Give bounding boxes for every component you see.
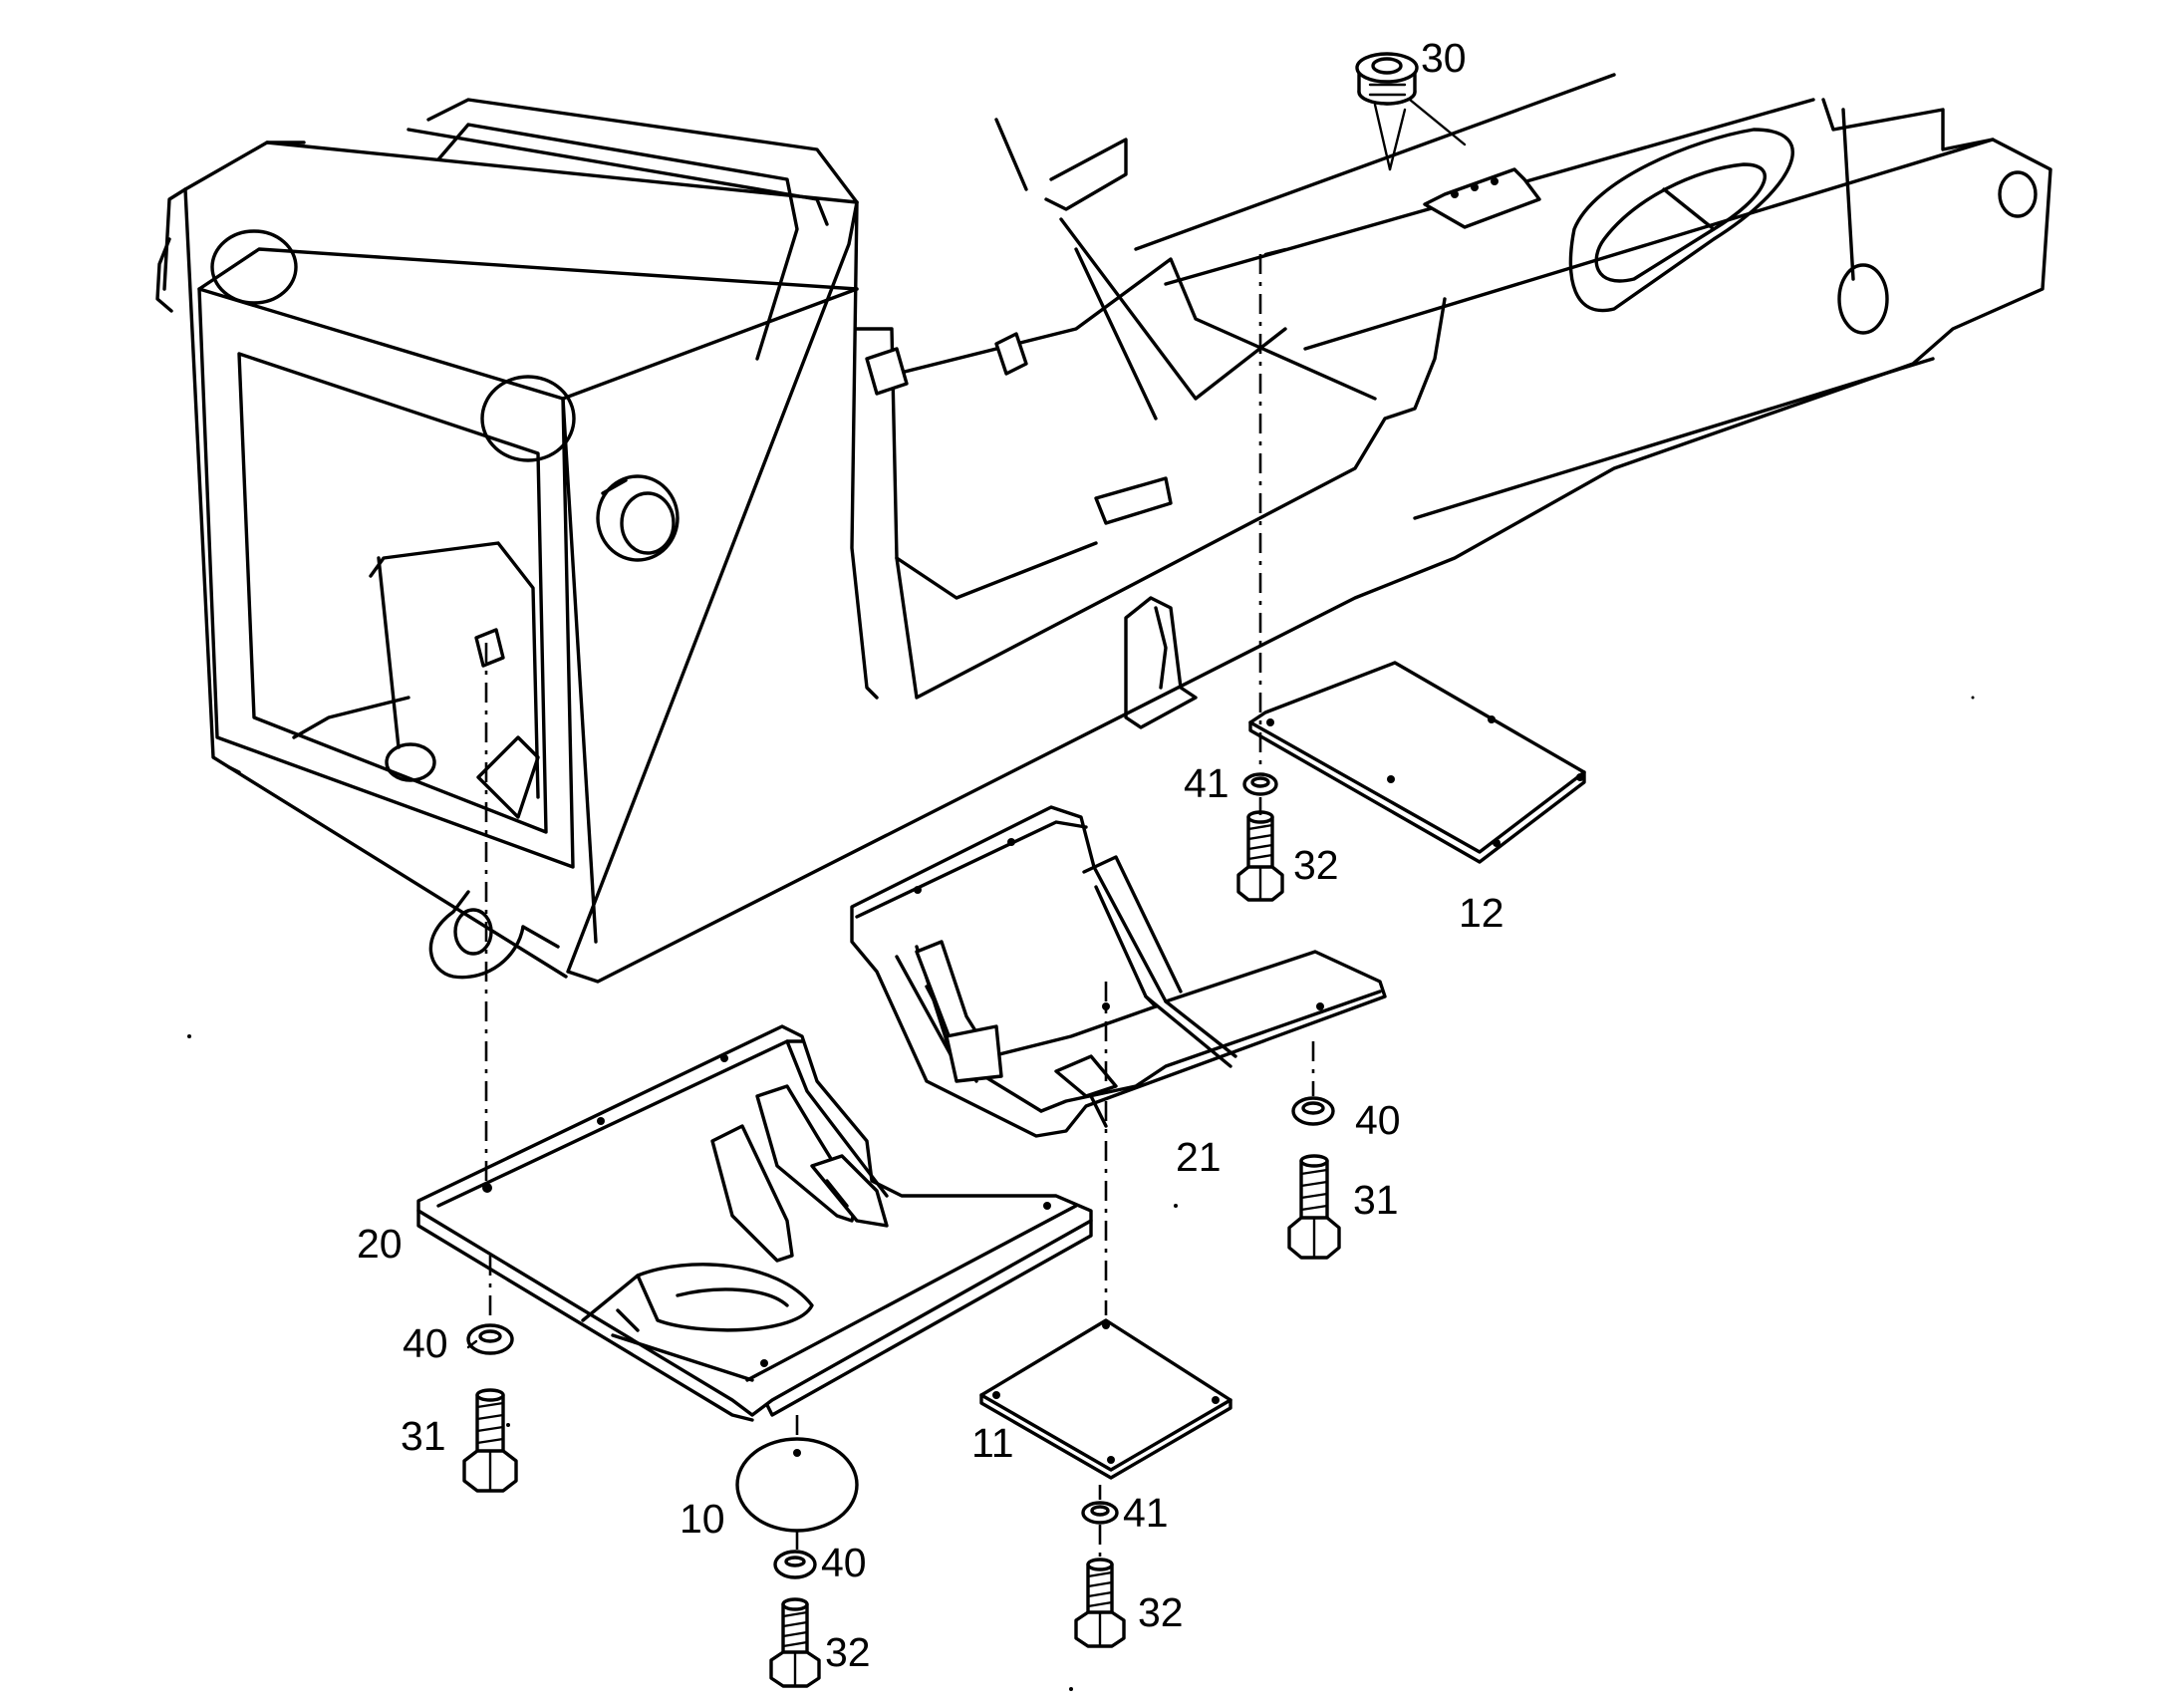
- bolt-part-31-left: [462, 1388, 518, 1493]
- bolt-part-32-bottom-left: [769, 1597, 821, 1688]
- callout-31-right: 31: [1353, 1177, 1399, 1223]
- callout-labels: 30 12 41 32 21 40 31 20 40 31 10 40 32 1…: [357, 35, 1504, 1675]
- square-cover-part-11: [979, 1318, 1232, 1480]
- callout-32-bottom-right: 32: [1138, 1589, 1184, 1635]
- washer-part-41-upper: [1242, 772, 1278, 796]
- callout-30: 30: [1421, 35, 1467, 81]
- bracket-part-21: [850, 805, 1387, 1138]
- washer-part-40-bottom: [773, 1550, 817, 1579]
- callout-10: 10: [680, 1496, 725, 1542]
- chassis-frame: [155, 73, 2052, 984]
- bracket-part-20: [416, 1024, 1093, 1422]
- callout-31-left: 31: [401, 1413, 446, 1459]
- callout-32-upper: 32: [1293, 842, 1339, 888]
- callout-40-right: 40: [1355, 1097, 1401, 1143]
- scan-specks: [187, 696, 1975, 1691]
- callout-40-bottom: 40: [821, 1540, 867, 1585]
- callout-21: 21: [1176, 1134, 1222, 1180]
- callout-41-lower: 41: [1123, 1490, 1169, 1536]
- washer-part-40-left: [466, 1323, 514, 1355]
- callout-11: 11: [971, 1420, 1014, 1466]
- washer-part-41-lower: [1081, 1501, 1119, 1525]
- bolt-part-32-upper: [1236, 810, 1284, 902]
- assembly-centerlines: [484, 247, 1315, 1560]
- callout-32-bottom-left: 32: [825, 1629, 871, 1675]
- callout-12: 12: [1459, 890, 1504, 936]
- callout-40-left: 40: [403, 1320, 448, 1366]
- round-cover-part-10: [735, 1437, 859, 1533]
- cover-plate-part-12: [1248, 661, 1586, 864]
- bolt-part-32-bottom-right: [1074, 1558, 1126, 1648]
- callout-20: 20: [357, 1221, 403, 1267]
- callout-41-upper: 41: [1184, 760, 1229, 806]
- plug-part-30: [1355, 52, 1467, 171]
- bolt-part-31-right: [1287, 1154, 1341, 1260]
- washer-part-40-right: [1291, 1096, 1335, 1126]
